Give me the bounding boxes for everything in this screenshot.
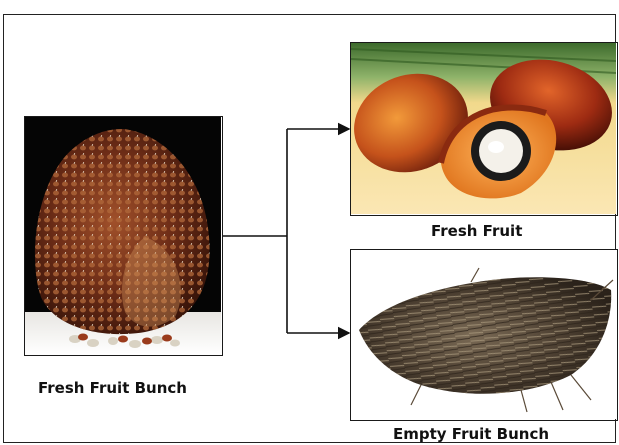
fresh-fruit-bunch-label: Fresh Fruit Bunch [38,379,187,397]
empty-fruit-bunch-label: Empty Fruit Bunch [393,425,549,443]
fresh-fruit-label: Fresh Fruit [431,222,522,240]
